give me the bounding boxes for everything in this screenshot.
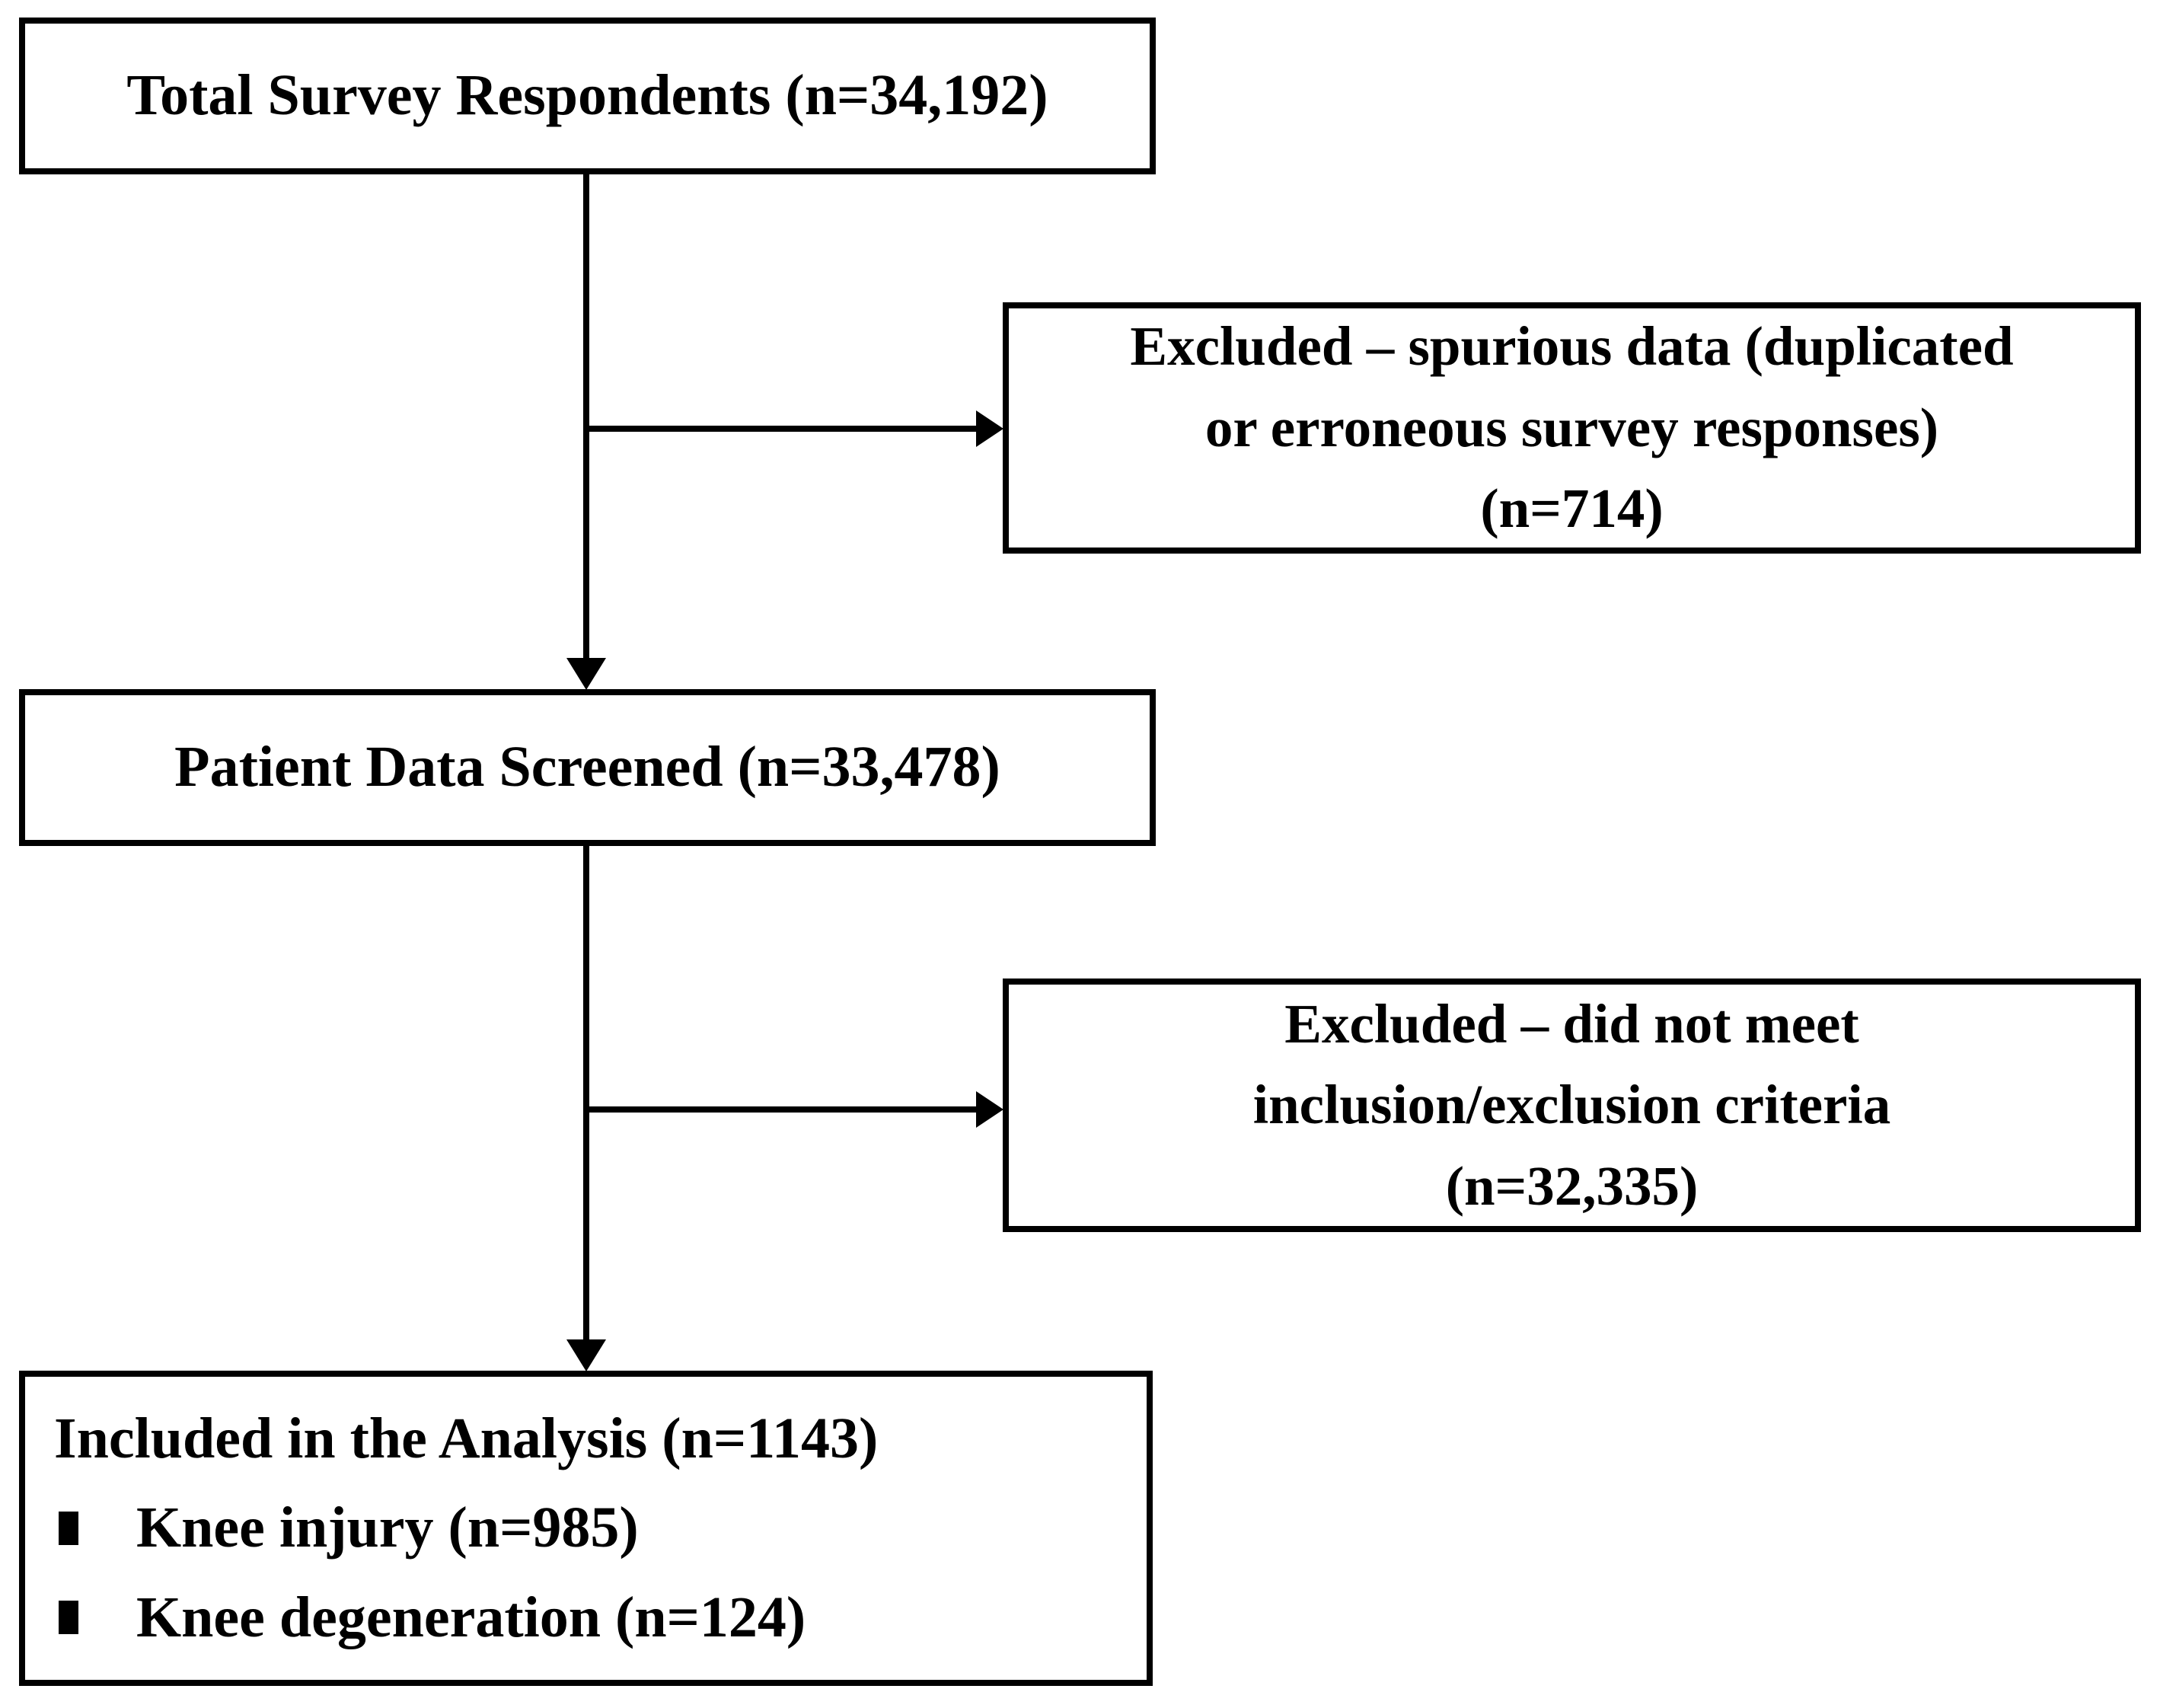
list-item-label: Knee injury (n=985): [136, 1496, 639, 1560]
list-item-knee-injury: Knee injury (n=985): [54, 1495, 1124, 1561]
box-excluded-spurious-data: Excluded – spurious data (duplicated or …: [1003, 302, 2141, 554]
box-patient-data-screened-label: Patient Data Screened (n=33,478): [174, 735, 1000, 800]
arrowhead-down-icon: [566, 658, 606, 690]
included-title: Included in the Analysis (n=1143): [54, 1406, 879, 1470]
bullet-square-icon: [59, 1601, 78, 1635]
excluded-spurious-count: (n=714): [1480, 477, 1664, 540]
excluded-spurious-line-2: or erroneous survey responses): [1204, 396, 1939, 458]
box-patient-data-screened: Patient Data Screened (n=33,478): [19, 689, 1156, 846]
arrowhead-right-icon: [976, 1091, 1003, 1128]
arrow-line-vertical-bottom: [583, 845, 589, 1342]
box-included-in-analysis: Included in the Analysis (n=1143) Knee i…: [19, 1371, 1153, 1686]
arrow-line-horizontal-second-exclusion: [583, 1106, 979, 1113]
arrowhead-right-icon: [976, 410, 1003, 447]
arrow-line-vertical-top: [583, 174, 589, 661]
excluded-criteria-line-1: Excluded – did not meet: [1284, 992, 1859, 1055]
box-excluded-criteria: Excluded – did not meet inclusion/exclus…: [1003, 979, 2141, 1232]
excluded-criteria-line-2: inclusion/exclusion criteria: [1252, 1074, 1891, 1136]
box-total-respondents-label: Total Survey Respondents (n=34,192): [126, 63, 1048, 128]
bullet-square-icon: [59, 1511, 78, 1545]
list-item-knee-degeneration: Knee degeneration (n=124): [54, 1585, 1124, 1651]
arrow-line-horizontal-first-exclusion: [583, 426, 979, 432]
arrowhead-down-icon: [566, 1339, 606, 1371]
excluded-criteria-count: (n=32,335): [1445, 1154, 1699, 1217]
list-item-label: Knee degeneration (n=124): [136, 1585, 806, 1649]
box-total-respondents: Total Survey Respondents (n=34,192): [19, 18, 1156, 174]
excluded-spurious-line-1: Excluded – spurious data (duplicated: [1130, 315, 2014, 378]
